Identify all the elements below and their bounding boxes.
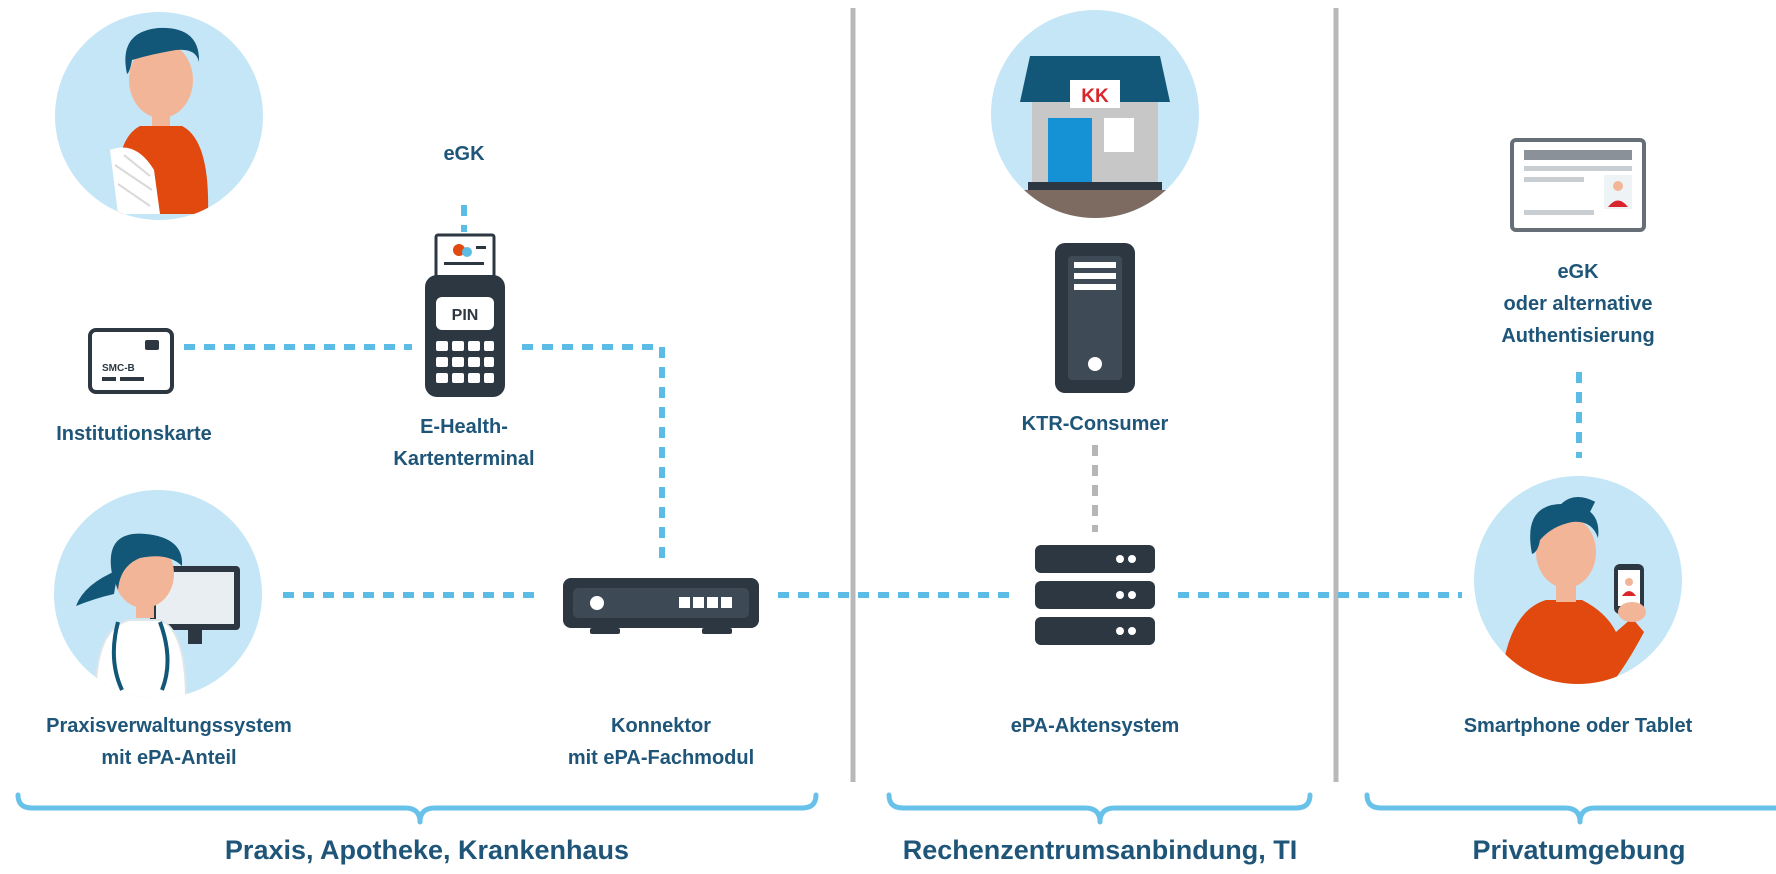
ktr-consumer-server-icon: [1055, 243, 1135, 393]
zone-title-privat: Privatumgebung: [1472, 835, 1686, 865]
smartphone-user-icon: [1474, 476, 1682, 684]
konnektor-label-line2: mit ePA-Fachmodul: [567, 747, 755, 769]
terminal-label: E-Health- Kartenterminal: [334, 411, 594, 475]
smcb-card-icon: SMC-B: [88, 328, 174, 394]
svg-text:KK: KK: [1081, 86, 1109, 107]
brace-rechenzentrum: [886, 792, 1313, 825]
institutionskarte-label: Institutionskarte: [56, 423, 212, 445]
svg-text:SMC-B: SMC-B: [102, 363, 135, 374]
terminal-label-line2: Kartenterminal: [393, 448, 535, 470]
epa-aktensystem-label: ePA-Aktensystem: [1010, 715, 1180, 737]
konnektor-label-line1: Konnektor: [611, 715, 711, 737]
egk-right-label-line2: oder alternative: [1503, 293, 1653, 315]
pvs-label: Praxisverwaltungssystem mit ePA-Anteil: [9, 710, 329, 774]
connection-lines: [184, 205, 1582, 598]
egk-card-icon: [1510, 138, 1646, 232]
egk-top-label: eGK: [443, 143, 485, 165]
svg-text:PIN: PIN: [452, 307, 479, 324]
zone-braces: [15, 792, 1776, 825]
terminal-label-line1: E-Health-: [420, 416, 508, 438]
patient-icon: [55, 12, 263, 220]
epa-aktensystem-server-icon: [1035, 545, 1155, 645]
egk-right-label-line3: Authentisierung: [1501, 325, 1655, 347]
ktr-consumer-label: KTR-Consumer: [1021, 413, 1169, 435]
egk-right-label: eGK oder alternative Authentisierung: [1458, 256, 1698, 352]
konnektor-label: Konnektor mit ePA-Fachmodul: [521, 710, 801, 774]
pvs-label-line1: Praxisverwaltungssystem: [46, 715, 292, 737]
zone-title-praxis: Praxis, Apotheke, Krankenhaus: [224, 835, 630, 865]
smartphone-label: Smartphone oder Tablet: [1463, 715, 1693, 737]
pvs-label-line2: mit ePA-Anteil: [101, 747, 237, 769]
doctor-pvs-icon: [54, 490, 262, 698]
zone-title-rechenzentrum: Rechenzentrumsanbindung, TI: [902, 835, 1298, 865]
card-terminal-icon: PIN: [425, 233, 505, 397]
line-terminal-konnektor: [522, 344, 665, 566]
krankenkasse-building-icon: KK: [991, 10, 1199, 218]
konnektor-icon: [563, 578, 759, 634]
egk-right-label-line1: eGK: [1557, 261, 1599, 283]
brace-praxis: [15, 792, 819, 825]
brace-privat: [1364, 792, 1776, 825]
